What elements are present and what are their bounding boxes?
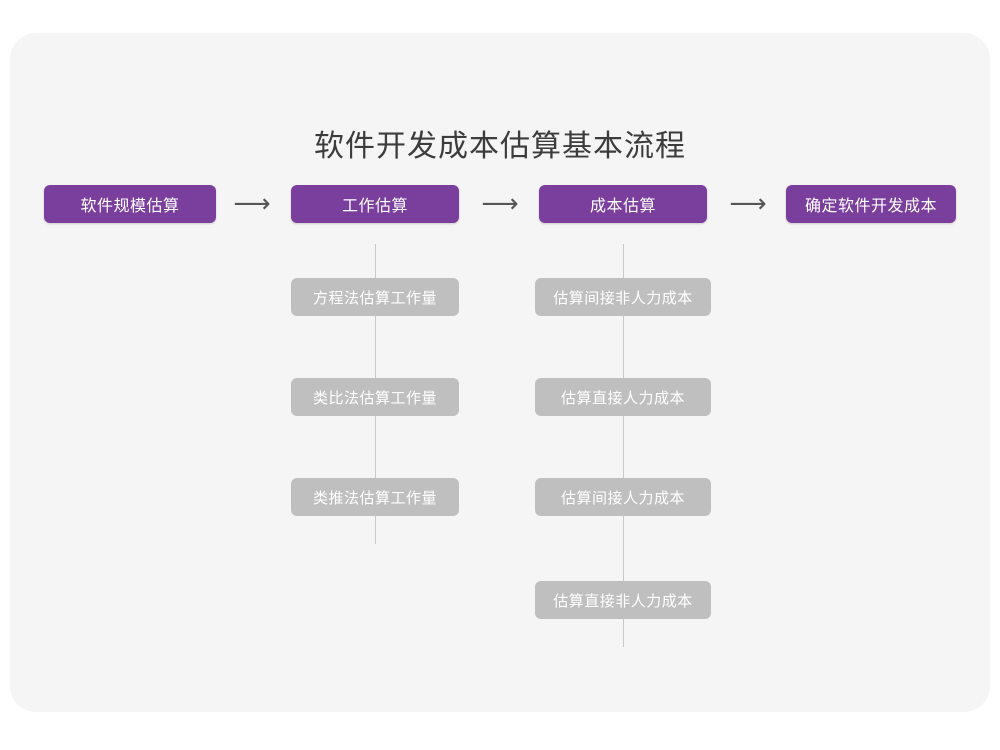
- substep-node-analogical-method-effort[interactable]: 类推法估算工作量: [291, 478, 459, 516]
- page-title: 软件开发成本估算基本流程: [314, 130, 686, 163]
- substep-node-label: 估算间接人力成本: [560, 489, 685, 507]
- substep-node-indirect-labor-cost[interactable]: 估算间接人力成本: [535, 478, 711, 516]
- arrow-glyph: ⟶: [729, 189, 767, 219]
- stage-node-label: 工作估算: [341, 198, 408, 215]
- stage-node-cost-estimation[interactable]: 成本估算: [539, 185, 707, 223]
- substep-node-label: 方程法估算工作量: [312, 289, 437, 307]
- connector-stage-3: [623, 244, 624, 647]
- stage-node-work-estimation[interactable]: 工作估算: [291, 185, 459, 223]
- flow-arrow-icon-1: ⟶: [226, 185, 278, 223]
- substep-node-label: 类比法估算工作量: [312, 389, 437, 407]
- stage-node-label: 成本估算: [589, 198, 656, 215]
- substep-node-equation-method-effort[interactable]: 方程法估算工作量: [291, 278, 459, 316]
- substep-node-label: 类推法估算工作量: [312, 489, 437, 507]
- flow-arrow-icon-3: ⟶: [722, 185, 774, 223]
- substep-node-analogy-method-effort[interactable]: 类比法估算工作量: [291, 378, 459, 416]
- stage-node-determine-development-cost[interactable]: 确定软件开发成本: [786, 185, 956, 223]
- substep-node-label: 估算间接非人力成本: [553, 289, 693, 307]
- diagram-card: 软件开发成本估算基本流程 软件规模估算 ⟶ 工作估算 ⟶ 成本估算 ⟶ 确定软件…: [10, 33, 990, 712]
- substep-node-indirect-nonlabor-cost[interactable]: 估算间接非人力成本: [535, 278, 711, 316]
- substep-node-label: 估算直接非人力成本: [553, 592, 693, 610]
- substep-node-direct-nonlabor-cost[interactable]: 估算直接非人力成本: [535, 581, 711, 619]
- stage-node-software-scale-estimation[interactable]: 软件规模估算: [44, 185, 216, 223]
- substep-node-direct-labor-cost[interactable]: 估算直接人力成本: [535, 378, 711, 416]
- flow-arrow-icon-2: ⟶: [474, 185, 526, 223]
- substep-node-label: 估算直接人力成本: [560, 389, 685, 407]
- arrow-glyph: ⟶: [481, 189, 519, 219]
- stage-node-label: 确定软件开发成本: [804, 198, 937, 215]
- arrow-glyph: ⟶: [233, 189, 271, 219]
- stage-node-label: 软件规模估算: [80, 198, 180, 215]
